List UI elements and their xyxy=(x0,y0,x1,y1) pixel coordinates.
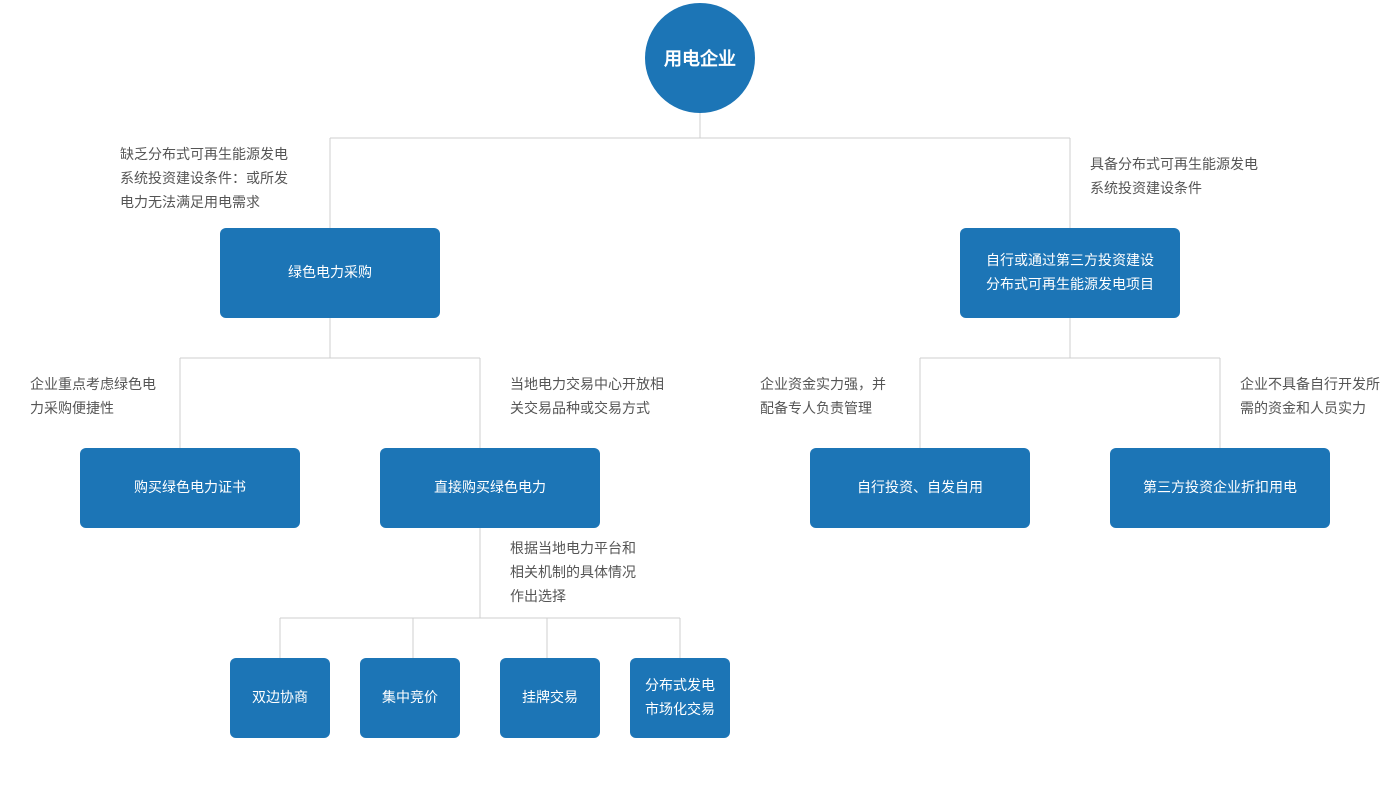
node-buy-green-certificate: 购买绿色电力证书 xyxy=(80,448,300,528)
note-third-party-condition: 企业不具备自行开发所 需的资金和人员实力 xyxy=(1240,373,1380,421)
note-line: 缺乏分布式可再生能源发电 xyxy=(120,147,288,163)
note-line: 配备专人负责管理 xyxy=(760,401,872,417)
node-label-line: 自行或通过第三方投资建设 xyxy=(986,253,1154,269)
root-label: 用电企业 xyxy=(664,49,736,70)
note-green-purchase-condition: 缺乏分布式可再生能源发电 系统投资建设条件：或所发 电力无法满足用电需求 xyxy=(120,143,288,215)
node-label: 自行投资、自发自用 xyxy=(857,480,983,496)
note-line: 作出选择 xyxy=(510,589,566,605)
node-bilateral-negotiation: 双边协商 xyxy=(230,658,330,738)
note-line: 企业不具备自行开发所 xyxy=(1240,377,1380,393)
note-certificate-condition: 企业重点考虑绿色电 力采购便捷性 xyxy=(30,373,156,421)
root-node-power-enterprise: 用电企业 xyxy=(645,3,755,113)
node-self-invest-self-use: 自行投资、自发自用 xyxy=(810,448,1030,528)
node-label-line: 分布式可再生能源发电项目 xyxy=(986,277,1154,293)
note-line: 企业资金实力强，并 xyxy=(760,377,886,393)
node-centralized-bidding: 集中竞价 xyxy=(360,658,460,738)
note-line: 当地电力交易中心开放相 xyxy=(510,377,664,393)
node-direct-buy-green-power: 直接购买绿色电力 xyxy=(380,448,600,528)
note-line: 力采购便捷性 xyxy=(30,401,114,417)
note-line: 需的资金和人员实力 xyxy=(1240,401,1366,417)
note-trading-method-condition: 根据当地电力平台和 相关机制的具体情况 作出选择 xyxy=(510,537,636,609)
node-green-power-purchase: 绿色电力采购 xyxy=(220,228,440,318)
note-direct-purchase-condition: 当地电力交易中心开放相 关交易品种或交易方式 xyxy=(510,373,664,421)
node-label: 双边协商 xyxy=(252,690,308,706)
node-label-line: 市场化交易 xyxy=(645,702,715,718)
note-line: 系统投资建设条件 xyxy=(1090,181,1202,197)
node-label: 购买绿色电力证书 xyxy=(134,480,246,496)
note-line: 企业重点考虑绿色电 xyxy=(30,377,156,393)
note-line: 关交易品种或交易方式 xyxy=(510,401,650,417)
note-line: 电力无法满足用电需求 xyxy=(120,195,260,211)
node-label-line: 分布式发电 xyxy=(645,678,715,694)
note-line: 具备分布式可再生能源发电 xyxy=(1090,157,1258,173)
node-label: 直接购买绿色电力 xyxy=(434,480,546,496)
note-self-invest-condition: 企业资金实力强，并 配备专人负责管理 xyxy=(760,373,886,421)
node-label: 挂牌交易 xyxy=(522,690,578,706)
node-label: 绿色电力采购 xyxy=(288,265,372,281)
node-label: 集中竞价 xyxy=(382,690,438,706)
note-line: 系统投资建设条件：或所发 xyxy=(120,171,288,187)
node-self-or-third-party-build: 自行或通过第三方投资建设 分布式可再生能源发电项目 xyxy=(960,228,1180,318)
node-third-party-discount-power: 第三方投资企业折扣用电 xyxy=(1110,448,1330,528)
note-line: 根据当地电力平台和 xyxy=(510,541,636,557)
node-label: 第三方投资企业折扣用电 xyxy=(1143,480,1297,496)
node-distributed-market-trading: 分布式发电 市场化交易 xyxy=(630,658,730,738)
node-listing-trading: 挂牌交易 xyxy=(500,658,600,738)
note-self-build-condition: 具备分布式可再生能源发电 系统投资建设条件 xyxy=(1090,153,1258,201)
note-line: 相关机制的具体情况 xyxy=(510,565,636,581)
